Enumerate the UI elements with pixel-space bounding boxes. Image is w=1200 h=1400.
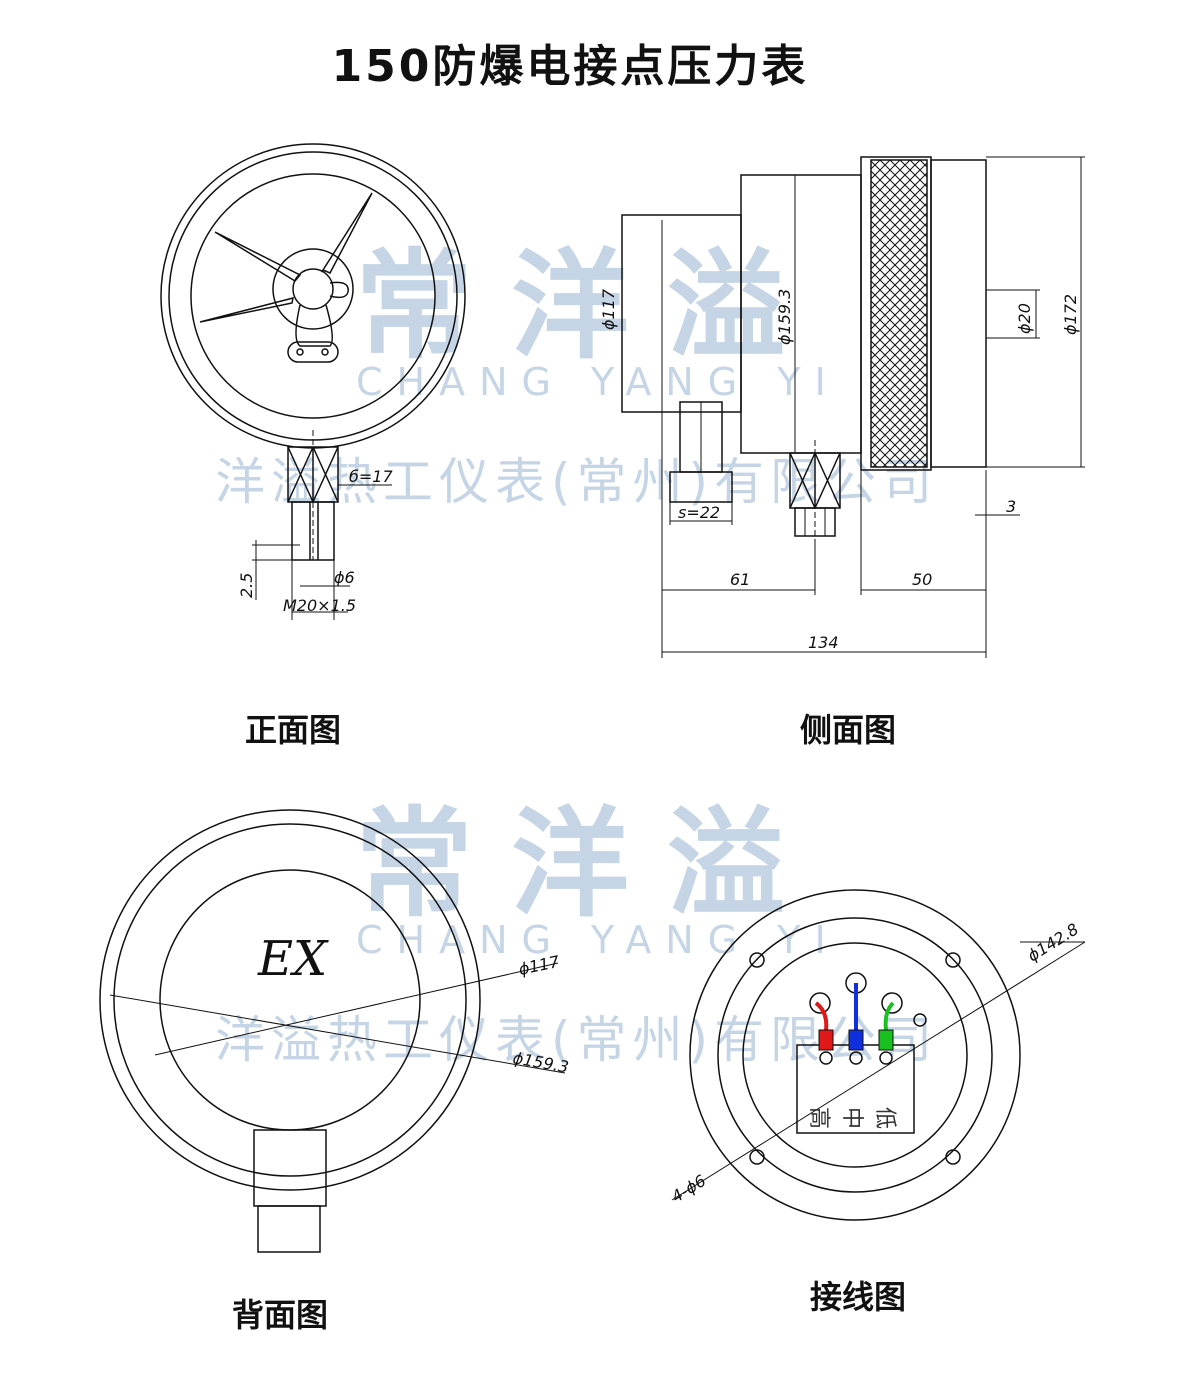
wiring-terminal-screw-high <box>819 1051 833 1065</box>
wiring-ground-hole <box>913 1013 927 1027</box>
page-title: 150防爆电接点压力表 <box>331 41 809 92</box>
side-dim-50: 50 <box>912 570 932 589</box>
caption-wiring-view: 接线图 <box>810 1278 907 1316</box>
side-dim-134: 134 <box>808 633 839 652</box>
watermark-company-bottom: 洋溢热工仪表(常州)有限公司 <box>215 1011 939 1069</box>
wire-low <box>883 1001 895 1031</box>
side-dim-gap: 3 <box>1006 497 1016 516</box>
front-plate-hole-left <box>296 348 304 356</box>
watermark-en-bottom: CHANG YANG YI <box>356 918 840 962</box>
side-front-body <box>930 159 987 468</box>
side-back-hex <box>669 471 733 503</box>
caption-front-view: 正面图 <box>245 711 342 749</box>
wiring-dim-holes: 4-ϕ6 <box>668 1171 709 1207</box>
wiring-view <box>671 889 1086 1221</box>
front-hub-knob <box>329 281 349 299</box>
wiring-mount-hole-bl <box>749 1149 765 1165</box>
back-cap <box>159 869 421 1131</box>
side-thread-stem <box>794 507 836 537</box>
wiring-mount-hole-tr <box>945 952 961 968</box>
front-thread-stem <box>291 501 335 561</box>
wiring-label-high: 高 <box>806 1107 831 1129</box>
side-dim-d20: ϕ20 <box>1015 303 1034 334</box>
front-dim-wrench: б=17 <box>349 467 393 486</box>
wiring-label-low: 低 <box>872 1107 897 1129</box>
front-view <box>160 143 466 620</box>
side-view <box>621 156 1085 658</box>
wiring-wires <box>814 983 895 1051</box>
front-hub-inner <box>292 268 334 310</box>
back-socket-hex <box>257 1205 321 1253</box>
wiring-outer-ring <box>689 889 1021 1221</box>
back-dim-d117: ϕ117 <box>517 952 562 979</box>
wire-low-sleeve <box>878 1029 894 1051</box>
front-dim-depth: 2.5 <box>237 573 256 598</box>
caption-side-view: 侧面图 <box>800 711 897 749</box>
back-leader-d117 <box>154 962 559 1056</box>
wiring-terminal-screw-mid <box>849 1051 863 1065</box>
side-dim-61: 61 <box>730 570 750 589</box>
side-dim-hex: s=22 <box>678 503 720 522</box>
wire-mid-sleeve <box>848 1029 864 1051</box>
wiring-label-mid: 中 <box>839 1107 864 1129</box>
wiring-leader-d142 <box>671 941 1086 1201</box>
wiring-mount-hole-br <box>945 1149 961 1165</box>
front-hub-outer <box>272 248 354 330</box>
front-dial <box>190 173 436 419</box>
front-adjuster-plate <box>287 341 339 363</box>
back-socket <box>253 1129 327 1207</box>
back-outer-ring <box>99 809 481 1191</box>
side-back-cap <box>621 214 742 413</box>
wire-high-sleeve <box>818 1029 834 1051</box>
back-middle-ring <box>113 823 467 1177</box>
wiring-mount-hole-tl <box>749 952 765 968</box>
back-ex-mark: EX <box>257 931 329 987</box>
side-case <box>740 174 862 454</box>
wiring-terminal-hole-high <box>809 992 831 1014</box>
side-dim-d172: ϕ172 <box>1061 294 1080 335</box>
watermark-brand-bottom: 常洋溢 <box>355 795 824 933</box>
wiring-middle-ring <box>717 917 993 1193</box>
front-outer-bezel <box>160 143 466 449</box>
side-dim-d159: ϕ159.3 <box>775 289 794 345</box>
back-leader-d159 <box>109 994 566 1074</box>
front-plate-hole-right <box>321 348 329 356</box>
wiring-terminal-screw-low <box>879 1051 893 1065</box>
front-pointer-lower-left <box>199 296 294 323</box>
side-knurl-ring <box>870 159 928 468</box>
front-dim-thread: M20×1.5 <box>283 596 356 615</box>
side-dim-d117: ϕ117 <box>599 288 618 330</box>
wiring-terminal-hole-low <box>881 992 903 1014</box>
front-pointer-upper-left <box>214 231 302 282</box>
front-pointer-upper-right <box>321 192 373 274</box>
front-adjuster-stem <box>295 304 333 347</box>
back-view <box>99 809 566 1253</box>
back-dim-d159: ϕ159.3 <box>511 1048 570 1076</box>
front-inner-bezel <box>168 151 458 441</box>
front-dim-bore: ϕ6 <box>334 568 355 587</box>
watermark-en-top: CHANG YANG YI <box>356 360 840 404</box>
watermark-brand-top: 常洋溢 <box>355 237 824 375</box>
wiring-inner-ring <box>742 942 968 1168</box>
caption-back-view: 背面图 <box>232 1296 329 1334</box>
wire-high <box>814 1001 829 1031</box>
